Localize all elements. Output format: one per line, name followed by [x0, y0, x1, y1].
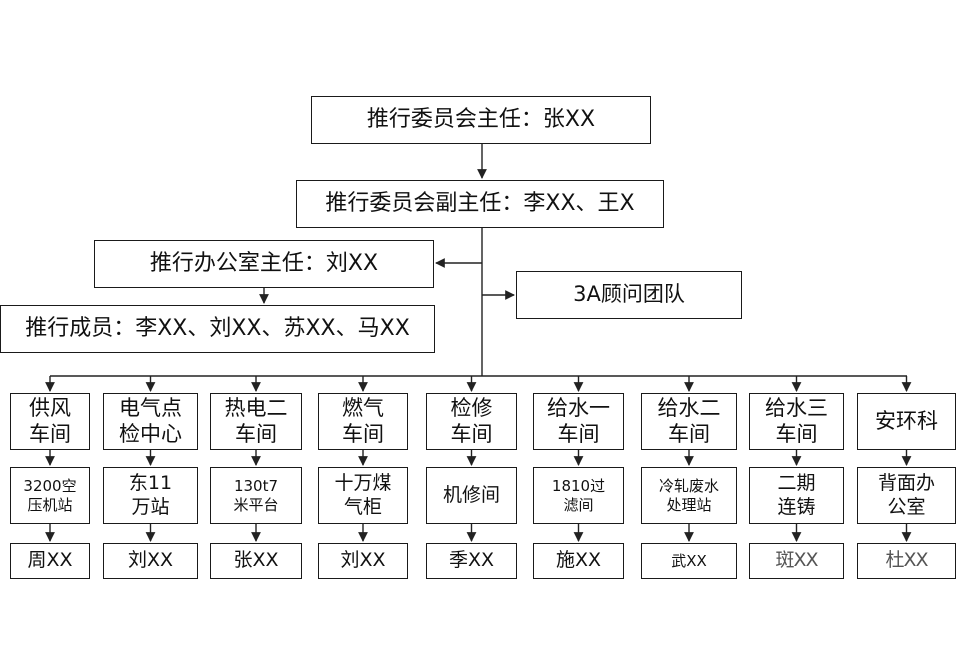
members-box: 推行成员：李XX、刘XX、苏XX、马XX	[0, 305, 435, 353]
unit-person-box: 刘XX	[103, 543, 198, 579]
unit-person-box: 季XX	[426, 543, 517, 579]
unit-person-box: 武XX	[641, 543, 737, 579]
director-box: 推行委员会主任：张XX	[311, 96, 651, 144]
unit-site-box: 130t7 米平台	[210, 467, 302, 524]
unit-person-box: 张XX	[210, 543, 302, 579]
unit-dept-box: 电气点 检中心	[103, 393, 198, 450]
unit-person-box: 施XX	[533, 543, 624, 579]
unit-site-box: 二期 连铸	[749, 467, 844, 524]
unit-person-box: 刘XX	[318, 543, 408, 579]
unit-dept-box: 给水一 车间	[533, 393, 624, 450]
unit-dept-box: 供风 车间	[10, 393, 90, 450]
unit-dept-box: 给水二 车间	[641, 393, 737, 450]
office-head-box: 推行办公室主任：刘XX	[94, 240, 434, 288]
unit-site-box: 3200空 压机站	[10, 467, 90, 524]
unit-site-box: 十万煤 气柜	[318, 467, 408, 524]
unit-dept-box: 检修 车间	[426, 393, 517, 450]
unit-site-box: 1810过 滤间	[533, 467, 624, 524]
unit-site-box: 机修间	[426, 467, 517, 524]
unit-person-box: 杜XX	[857, 543, 956, 579]
unit-site-box: 背面办 公室	[857, 467, 956, 524]
unit-site-box: 冷轧废水 处理站	[641, 467, 737, 524]
unit-dept-box: 安环科	[857, 393, 956, 450]
unit-site-box: 东11 万站	[103, 467, 198, 524]
unit-dept-box: 热电二 车间	[210, 393, 302, 450]
unit-person-box: 斑XX	[749, 543, 844, 579]
unit-dept-box: 燃气 车间	[318, 393, 408, 450]
unit-dept-box: 给水三 车间	[749, 393, 844, 450]
vice-director-box: 推行委员会副主任：李XX、王X	[296, 180, 664, 228]
unit-person-box: 周XX	[10, 543, 90, 579]
consultant-box: 3A顾问团队	[516, 271, 742, 319]
